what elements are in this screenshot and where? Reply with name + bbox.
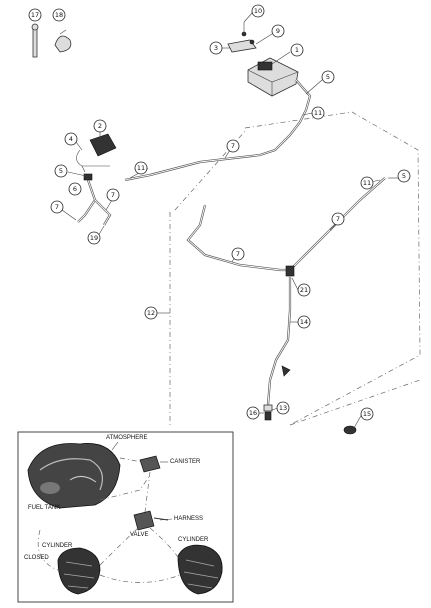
- callout-11-right: 11: [360, 176, 374, 190]
- harness-label: HARNESS: [174, 516, 203, 522]
- svg-text:16: 16: [249, 409, 257, 417]
- svg-text:7: 7: [55, 203, 59, 211]
- svg-text:4: 4: [69, 135, 73, 143]
- svg-text:1: 1: [295, 46, 299, 54]
- svg-text:5: 5: [59, 167, 63, 175]
- svg-text:12: 12: [147, 309, 155, 317]
- cylinder-right-label: CYLINDER: [178, 537, 209, 543]
- callout-5-right: 5: [397, 169, 411, 183]
- svg-text:18: 18: [55, 11, 63, 19]
- tie-strap-part: [31, 23, 39, 58]
- svg-text:17: 17: [31, 11, 39, 19]
- svg-text:7: 7: [231, 142, 235, 150]
- clamp-part: [54, 29, 72, 53]
- callout-10: 10: [251, 4, 265, 18]
- hose-end-part: [263, 365, 357, 435]
- svg-text:2: 2: [98, 122, 102, 130]
- callout-3: 3: [209, 41, 223, 55]
- canister-part: [247, 57, 299, 97]
- callout-7-top: 7: [226, 139, 240, 153]
- canister-bracket-part: [227, 22, 257, 53]
- canister-illustration: [139, 455, 161, 473]
- frame-outline: [169, 111, 421, 426]
- callout-14: 14: [297, 315, 311, 329]
- svg-text:14: 14: [300, 318, 308, 326]
- svg-text:7: 7: [236, 250, 240, 258]
- canister-label: CANISTER: [170, 459, 201, 465]
- callout-19: 19: [87, 231, 101, 245]
- callout-7-right: 7: [331, 212, 345, 226]
- callout-4: 4: [64, 132, 78, 146]
- callout-7-mid: 7: [231, 247, 245, 261]
- callout-11-left: 11: [134, 161, 148, 175]
- svg-text:10: 10: [254, 7, 262, 15]
- callout-17: 17: [28, 8, 42, 22]
- callout-7-left2: 7: [106, 188, 120, 202]
- callout-18: 18: [52, 8, 66, 22]
- cylinder-left-label: CYLINDER: [42, 543, 73, 549]
- purge-valve-part: [76, 133, 117, 173]
- fuel-tank-illustration: [27, 443, 121, 509]
- svg-text:7: 7: [336, 215, 340, 223]
- callout-13: 13: [276, 401, 290, 415]
- fuel-tank-label: FUEL TANK: [28, 505, 60, 511]
- svg-text:6: 6: [73, 185, 77, 193]
- svg-text:5: 5: [402, 172, 406, 180]
- callout-12: 12: [144, 306, 158, 320]
- svg-text:3: 3: [214, 44, 218, 52]
- closed-label: CLOSED: [24, 555, 49, 561]
- svg-text:11: 11: [314, 109, 322, 117]
- callout-5-left: 5: [54, 164, 68, 178]
- svg-text:19: 19: [90, 234, 98, 242]
- atmosphere-label: ATMOSPHERE: [106, 435, 148, 441]
- svg-text:13: 13: [279, 404, 287, 412]
- callout-11-top: 11: [311, 106, 325, 120]
- callouts: 17 18 10 3 9 1 5 11 2 4 7 11 5 6 7 7 19 …: [28, 4, 411, 421]
- valve-label: VALVE: [130, 532, 148, 538]
- svg-text:11: 11: [137, 164, 145, 172]
- svg-text:7: 7: [111, 191, 115, 199]
- callout-9: 9: [271, 24, 285, 38]
- callout-15: 15: [360, 407, 374, 421]
- callout-16: 16: [246, 406, 260, 420]
- callout-7-left: 7: [50, 200, 64, 214]
- callout-21: 21: [297, 283, 311, 297]
- inset-panel: [17, 431, 234, 603]
- callout-6: 6: [68, 182, 82, 196]
- svg-text:5: 5: [326, 73, 330, 81]
- callout-2: 2: [93, 119, 107, 133]
- svg-text:11: 11: [363, 179, 371, 187]
- t-joint-part: [285, 265, 295, 277]
- callout-1: 1: [290, 43, 304, 57]
- callout-5-top: 5: [321, 70, 335, 84]
- svg-text:15: 15: [363, 410, 371, 418]
- cylinder-left-illustration: [57, 547, 101, 595]
- svg-text:9: 9: [276, 27, 280, 35]
- svg-text:21: 21: [300, 286, 308, 294]
- cylinder-right-illustration: [177, 544, 223, 595]
